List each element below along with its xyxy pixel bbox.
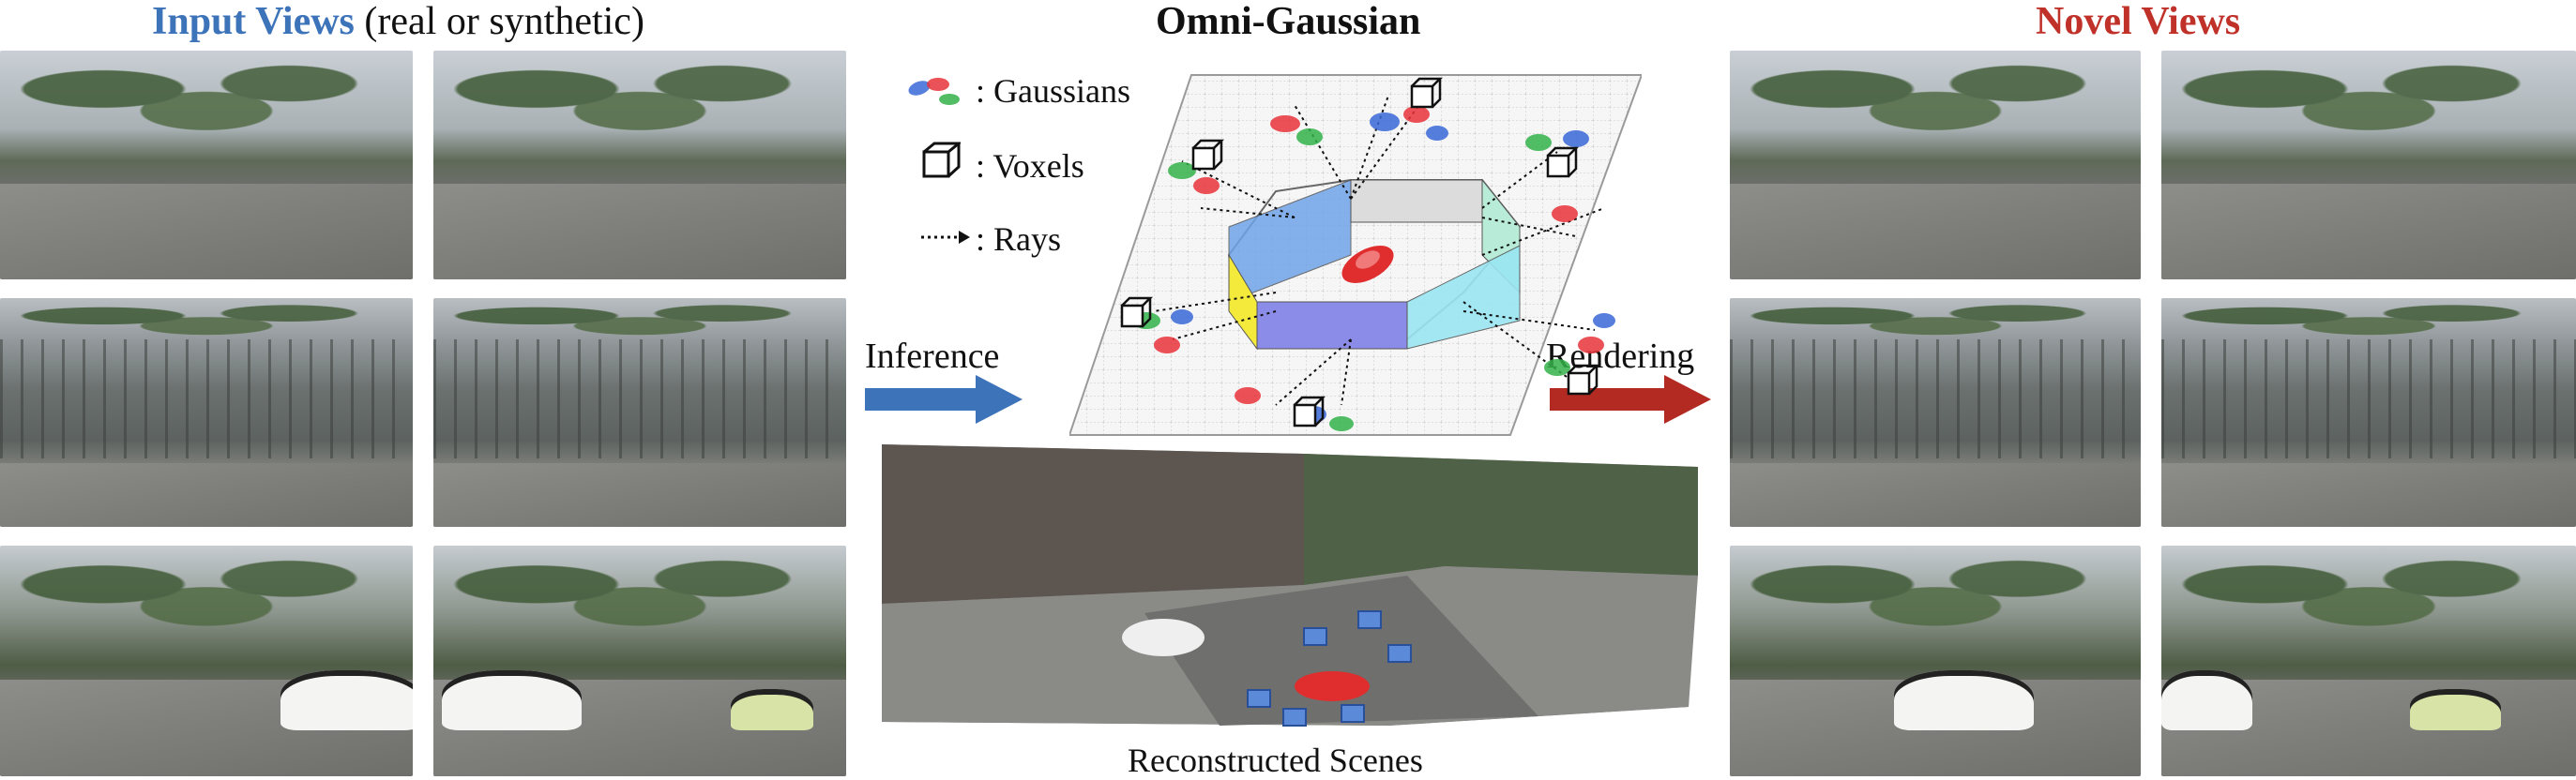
inference-arrow-icon: [865, 375, 1023, 424]
voxel-cube-icon: [922, 142, 961, 178]
gaussian-ellipse-icon: [908, 78, 960, 105]
legend-voxels: : Voxels: [976, 147, 1084, 185]
input-view-back-right: [433, 546, 846, 776]
novel-view-back-right: [2161, 546, 2576, 776]
legend-rays: : Rays: [976, 220, 1062, 258]
gaussian-voxel-diagram: [1069, 74, 1642, 436]
reconstructed-scene-image: [882, 444, 1698, 727]
input-view-front: [0, 51, 413, 279]
input-view-side-right: [433, 298, 846, 527]
novel-view-side-left: [1730, 298, 2141, 527]
ray-arrow-icon: [921, 231, 970, 244]
novel-view-front: [1730, 51, 2141, 279]
input-view-back-left: [0, 546, 413, 776]
car-icon: [1341, 246, 1394, 283]
input-views-subtitle: (real or synthetic): [354, 0, 644, 43]
rendering-arrow-icon: [1550, 375, 1711, 424]
novel-views-title: Novel Views: [2036, 0, 2241, 43]
input-views-heading: Input Views (real or synthetic): [152, 0, 644, 43]
novel-view-side-right: [2161, 298, 2576, 527]
novel-view-front-right: [2161, 51, 2576, 279]
input-views-title: Input Views: [152, 0, 355, 43]
input-view-side-left: [0, 298, 413, 527]
input-view-front-right: [433, 51, 846, 279]
legend-gaussians: : Gaussians: [976, 72, 1130, 110]
reconstructed-scenes-caption: Reconstructed Scenes: [1128, 742, 1423, 779]
inference-label: Inference: [865, 337, 1000, 376]
novel-view-back-left: [1730, 546, 2141, 776]
omni-gaussian-title: Omni-Gaussian: [1156, 0, 1421, 43]
